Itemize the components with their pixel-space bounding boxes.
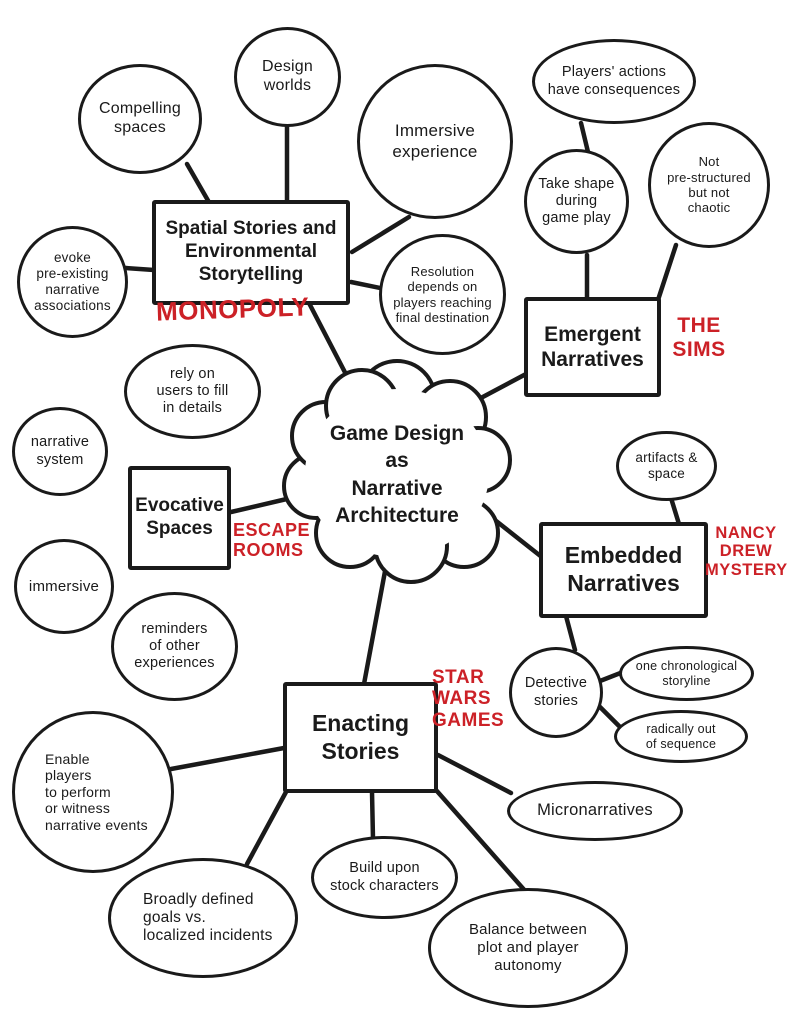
example-nancy-drew-mystery: NANCY DREW MYSTERY [705,524,788,579]
node-broadly-defined: Broadly defined goals vs. localized inci… [108,858,298,978]
node-players-actions: Players' actions have consequences [532,39,696,124]
node-build-upon: Build upon stock characters [311,836,458,919]
category-embedded-narratives: Embedded Narratives [539,522,708,618]
example-the-sims: THE SIMS [672,314,726,361]
node-design-worlds: Design worlds [234,27,341,127]
node-detective-stories: Detective stories [509,647,603,738]
node-narrative-system: narrative system [12,407,108,496]
example-escape-rooms: ESCAPE ROOMS [233,520,311,561]
node-micronarratives: Micronarratives [507,781,683,841]
category-enacting-stories: Enacting Stories [283,682,438,793]
node-resolution-destination: Resolution depends on players reaching f… [379,234,506,355]
category-emergent-narratives: Emergent Narratives [524,297,661,397]
node-take-shape: Take shape during game play [524,149,629,254]
node-compelling-spaces: Compelling spaces [78,64,202,174]
node-not-prestructured: Not pre-structured but not chaotic [648,122,770,248]
node-immersive: immersive [14,539,114,634]
example-monopoly: MONOPOLY [155,291,310,327]
node-enable-players: Enable players to perform or witness nar… [12,711,174,873]
category-spatial-stories: Spatial Stories and Environmental Storyt… [152,200,350,305]
node-reminders: reminders of other experiences [111,592,238,701]
central-topic: Game Design as Narrative Architecture [329,421,465,527]
central-cloud-shape [282,359,512,584]
category-evocative-spaces: Evocative Spaces [128,466,231,570]
node-balance-autonomy: Balance between plot and player autonomy [428,888,628,1008]
node-evoke-associations: evoke pre-existing narrative association… [17,226,128,338]
node-radically-out: radically out of sequence [614,710,748,763]
node-immersive-experience: Immersive experience [357,64,513,219]
node-artifacts-space: artifacts & space [616,431,717,501]
node-one-chronological: one chronological storyline [619,646,754,701]
example-star-wars-games: STAR WARS GAMES [432,667,505,731]
node-rely-on-users: rely on users to fill in details [124,344,261,439]
